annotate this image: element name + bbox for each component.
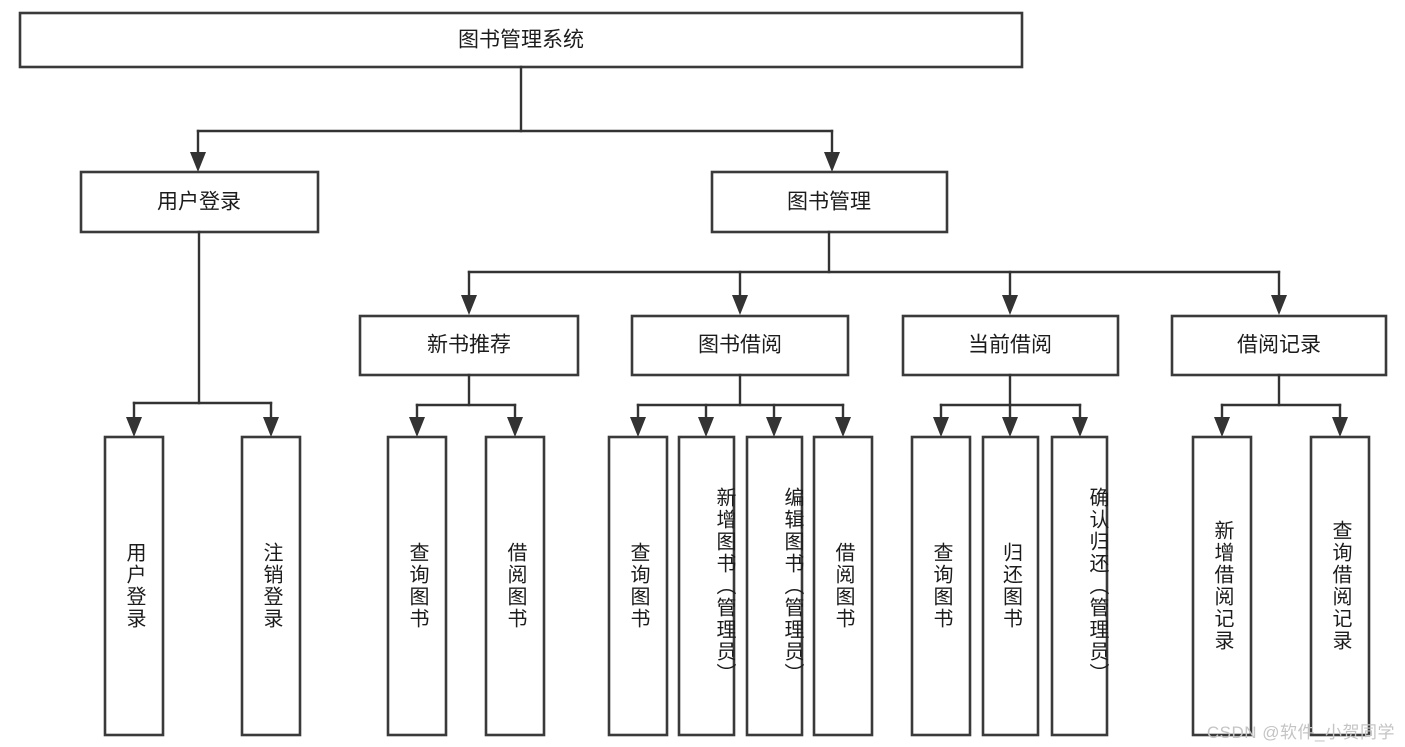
arrow-head-bookborrow-4	[835, 417, 851, 437]
node-box-leaf-1[interactable]	[240, 435, 302, 737]
node-box-leaf-7[interactable]	[812, 435, 874, 737]
connector-userlogin-to-leaves	[126, 230, 279, 437]
node-box-leaf-5[interactable]	[677, 435, 736, 737]
node-box-level3-3[interactable]	[1170, 314, 1388, 377]
arrow-head-root-1	[190, 152, 206, 172]
node-box-leaf-12[interactable]	[1309, 435, 1371, 737]
node-label-level3-0: 新书推荐	[427, 334, 511, 357]
node-book-management[interactable]: 图书管理	[710, 170, 949, 234]
arrow-head-currentborrow-1	[933, 417, 949, 437]
arrow-head-bookmgmt-1	[461, 295, 477, 315]
arrow-head-bookborrow-3	[766, 417, 782, 437]
arrow-head-bookborrow-1	[630, 417, 646, 437]
arrow-head-borrowrecords-2	[1332, 417, 1348, 437]
arrow-head-root-2	[824, 152, 840, 172]
node-root-system[interactable]: 图书管理系统	[18, 11, 1024, 69]
arrow-head-userlogin-1	[126, 417, 142, 437]
node-box-leaf-10[interactable]	[1050, 435, 1109, 737]
node-current-borrow[interactable]: 当前借阅	[901, 314, 1120, 377]
node-box-leaf-11[interactable]	[1191, 435, 1253, 737]
node-box-leaf-8[interactable]	[910, 435, 972, 737]
node-box-root[interactable]	[18, 11, 1024, 69]
node-box-leaf-0[interactable]	[103, 435, 165, 737]
node-box-level3-1[interactable]	[630, 314, 850, 377]
node-book-borrow[interactable]: 图书借阅	[630, 314, 850, 377]
arrow-head-currentborrow-2	[1002, 417, 1018, 437]
arrow-head-bookmgmt-3	[1002, 295, 1018, 315]
node-box-level2-1[interactable]	[710, 170, 949, 234]
arrow-head-newbook-1	[409, 417, 425, 437]
node-box-leaf-9[interactable]	[981, 435, 1040, 737]
arrow-head-bookmgmt-2	[732, 295, 748, 315]
node-label-level3-1: 图书借阅	[698, 334, 782, 357]
arrow-head-borrowrecords-1	[1214, 417, 1230, 437]
node-box-leaf-4[interactable]	[607, 435, 669, 737]
node-label-level2-1: 图书管理	[787, 191, 871, 214]
arrow-head-currentborrow-3	[1072, 417, 1088, 437]
connector-newbook-to-leaves	[409, 373, 523, 437]
connector-bookborrow-to-leaves	[630, 373, 851, 437]
arrow-head-userlogin-2	[263, 417, 279, 437]
connector-borrowrecords-to-leaves	[1214, 373, 1348, 437]
connector-root-to-level2	[190, 65, 840, 172]
node-box-leaf-2[interactable]	[386, 435, 448, 737]
connector-currentborrow-to-leaves	[933, 373, 1088, 437]
node-box-leaf-3[interactable]	[484, 435, 546, 737]
node-label-level3-2: 当前借阅	[968, 334, 1052, 357]
arrow-head-bookmgmt-4	[1271, 295, 1287, 315]
node-label-level2-0: 用户登录	[157, 191, 241, 214]
arrow-head-newbook-2	[507, 417, 523, 437]
connector-bookmgmt-to-level3	[461, 230, 1287, 315]
node-new-book-recommend[interactable]: 新书推荐	[358, 314, 580, 377]
node-box-level3-0[interactable]	[358, 314, 580, 377]
node-user-login[interactable]: 用户登录	[79, 170, 320, 234]
node-label-root: 图书管理系统	[458, 29, 584, 52]
watermark-text: CSDN @软件_小贺同学	[1206, 723, 1395, 742]
node-box-level3-2[interactable]	[901, 314, 1120, 377]
node-box-leaf-6[interactable]	[745, 435, 804, 737]
node-label-level3-3: 借阅记录	[1237, 334, 1321, 357]
arrow-head-bookborrow-2	[698, 417, 714, 437]
node-borrow-records[interactable]: 借阅记录	[1170, 314, 1388, 377]
